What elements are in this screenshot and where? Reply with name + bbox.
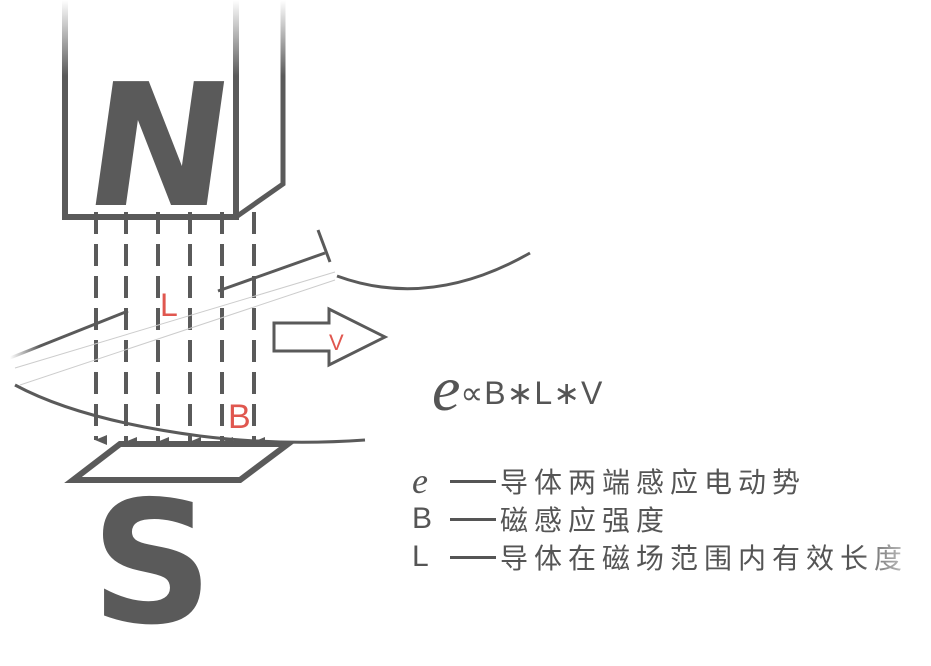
velocity-label: V <box>329 330 344 355</box>
velocity-arrow: V <box>272 306 389 368</box>
field-label: B <box>228 398 251 436</box>
edge-fade <box>860 540 931 590</box>
legend-item-length: L 导体在磁场范围内有效长度 <box>412 538 908 576</box>
north-magnet: N <box>62 0 286 246</box>
legend-item-emf: e 导体两端感应电动势 <box>412 461 908 501</box>
length-label: L <box>160 287 178 323</box>
legend-description: 磁感应强度 <box>500 504 671 537</box>
legend-symbol: L <box>412 540 429 573</box>
emf-formula: e∝B∗L∗V <box>432 352 603 426</box>
conductor-wire <box>9 229 531 444</box>
magnetic-field-lines <box>94 212 265 447</box>
legend-dash <box>450 517 496 521</box>
legend-dash <box>450 555 496 559</box>
legend: e 导体两端感应电动势 B 磁感应强度 L 导体在磁场范围内有效长度 <box>412 461 908 576</box>
legend-symbol: B <box>412 502 433 535</box>
legend-symbol: e <box>412 461 428 501</box>
south-magnet: S <box>64 441 297 666</box>
south-pole-label: S <box>91 465 213 663</box>
legend-dash <box>450 479 496 483</box>
legend-item-field: B 磁感应强度 <box>412 500 908 538</box>
legend-description: 导体两端感应电动势 <box>500 466 807 499</box>
formula-expression: ∝B∗L∗V <box>460 375 604 411</box>
legend-description: 导体在磁场范围内有效长度 <box>500 542 909 575</box>
emf-symbol: e <box>432 353 461 424</box>
